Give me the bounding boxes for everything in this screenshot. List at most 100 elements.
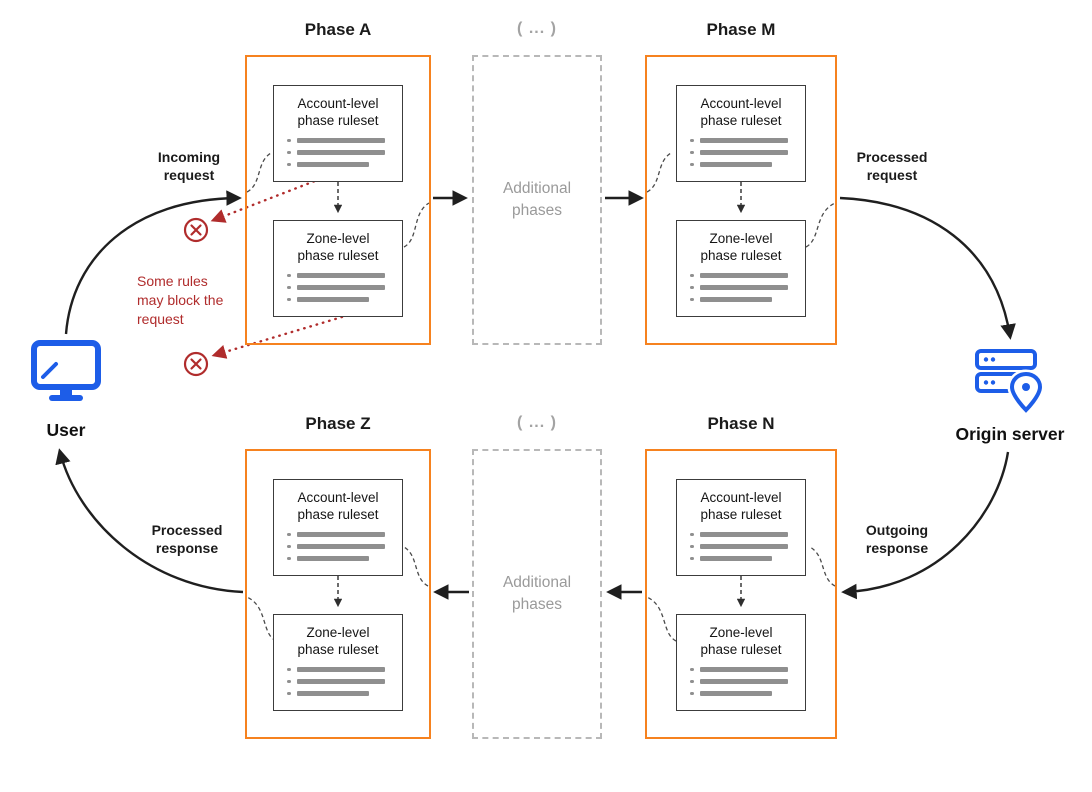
phase-a-zone-ruleset-box: Zone-level phase ruleset	[273, 220, 403, 317]
rule-bar	[296, 150, 385, 155]
zone-ruleset-label: Zone-level phase ruleset	[297, 231, 379, 263]
phase-n-zone-ruleset-box: Zone-level phase ruleset	[676, 614, 806, 711]
rule-bar	[699, 667, 788, 672]
rule-bar	[296, 273, 385, 278]
rule-line	[690, 556, 805, 561]
phase-n-account-ruleset-box: Account-level phase ruleset	[676, 479, 806, 576]
arrow-processed-request	[839, 196, 1016, 340]
rule-line	[690, 667, 805, 672]
rule-list	[690, 532, 805, 561]
rule-bullet	[690, 273, 694, 278]
rule-bullet	[690, 556, 694, 561]
rule-bullet	[287, 667, 291, 672]
blocked-request-icon-2	[183, 351, 209, 377]
rule-line	[690, 285, 805, 290]
rule-bullet	[287, 532, 291, 537]
rule-bullet	[690, 297, 694, 302]
rule-line	[287, 297, 402, 302]
rule-bar	[699, 679, 788, 684]
rule-list	[690, 273, 805, 302]
rule-bullet	[690, 138, 694, 143]
user-node-label: User	[46, 420, 86, 440]
rule-bar	[296, 667, 385, 672]
phase-z-title: Phase Z	[305, 414, 371, 433]
blocked-request-icon-1	[183, 217, 209, 243]
rule-list	[690, 138, 805, 167]
rule-bullet	[287, 150, 291, 155]
rule-list	[287, 138, 402, 167]
rule-bullet	[690, 544, 694, 549]
rule-bullet	[690, 679, 694, 684]
phase-a-account-ruleset-box: Account-level phase ruleset	[273, 85, 403, 182]
phase-m-account-ruleset-box: Account-level phase ruleset	[676, 85, 806, 182]
rule-list	[287, 667, 402, 696]
arrow-incoming-request	[64, 190, 242, 335]
account-ruleset-label: Account-level phase ruleset	[700, 490, 782, 522]
rule-line	[690, 162, 805, 167]
rule-bar	[296, 138, 385, 143]
rule-line	[690, 544, 805, 549]
rule-bar	[296, 556, 369, 561]
arrow-outgoing-response	[841, 451, 1010, 600]
account-ruleset-label: Account-level phase ruleset	[700, 96, 782, 128]
squiggle-phase-m-in	[646, 152, 672, 193]
rule-bullet	[287, 556, 291, 561]
rule-bar	[699, 138, 788, 143]
squiggle-phase-n-in	[809, 546, 836, 587]
squiggle-phase-z-in	[403, 546, 429, 587]
rule-bullet	[690, 532, 694, 537]
rule-line	[287, 532, 402, 537]
arrow-block-zone-level	[211, 315, 344, 359]
rule-bar	[699, 556, 772, 561]
account-ruleset-label: Account-level phase ruleset	[297, 96, 379, 128]
rule-line	[287, 273, 402, 278]
rule-bullet	[287, 273, 291, 278]
rule-bar	[296, 297, 369, 302]
rule-bar	[296, 691, 369, 696]
additional-phases-top-header: ( ... )	[517, 20, 557, 37]
rule-line	[690, 679, 805, 684]
rule-line	[287, 691, 402, 696]
rule-list	[287, 532, 402, 561]
phase-n-title: Phase N	[707, 414, 775, 433]
rule-bullet	[287, 544, 291, 549]
rule-bullet	[287, 679, 291, 684]
rule-bar	[699, 162, 772, 167]
arrow-processed-response	[55, 448, 244, 594]
phase-n-box: Account-level phase ruleset Zone-level p…	[645, 449, 837, 739]
rule-bar	[699, 544, 788, 549]
rule-line	[287, 679, 402, 684]
outgoing-response-label: Outgoing response	[865, 522, 929, 557]
rule-line	[287, 285, 402, 290]
phase-z-account-ruleset-box: Account-level phase ruleset	[273, 479, 403, 576]
phase-m-zone-ruleset-box: Zone-level phase ruleset	[676, 220, 806, 317]
additional-phases-label: Additional phases	[502, 179, 572, 219]
phase-z-box: Account-level phase ruleset Zone-level p…	[245, 449, 431, 739]
flow-squiggles	[246, 152, 836, 642]
rule-bar	[699, 150, 788, 155]
phase-m-box: Account-level phase ruleset Zone-level p…	[645, 55, 837, 345]
incoming-request-label: Incoming request	[157, 149, 221, 184]
squiggle-phase-a-out	[403, 202, 430, 248]
account-ruleset-label: Account-level phase ruleset	[297, 490, 379, 522]
rule-line	[690, 150, 805, 155]
rule-bullet	[287, 138, 291, 143]
origin-node-label: Origin server	[955, 424, 1065, 444]
zone-ruleset-label: Zone-level phase ruleset	[700, 231, 782, 263]
phase-a-box: Account-level phase ruleset Zone-level p…	[245, 55, 431, 345]
phase-a-title: Phase A	[304, 20, 372, 39]
rule-bullet	[287, 691, 291, 696]
rule-bar	[296, 544, 385, 549]
arrow-block-account-level	[210, 177, 322, 223]
rule-bar	[699, 273, 788, 278]
rule-line	[287, 150, 402, 155]
rule-bar	[296, 679, 385, 684]
rule-list	[287, 273, 402, 302]
rule-bullet	[690, 150, 694, 155]
rule-line	[287, 556, 402, 561]
rule-line	[690, 691, 805, 696]
additional-phases-top-box: Additional phases	[472, 55, 602, 345]
rule-bullet	[690, 285, 694, 290]
rule-bullet	[287, 285, 291, 290]
